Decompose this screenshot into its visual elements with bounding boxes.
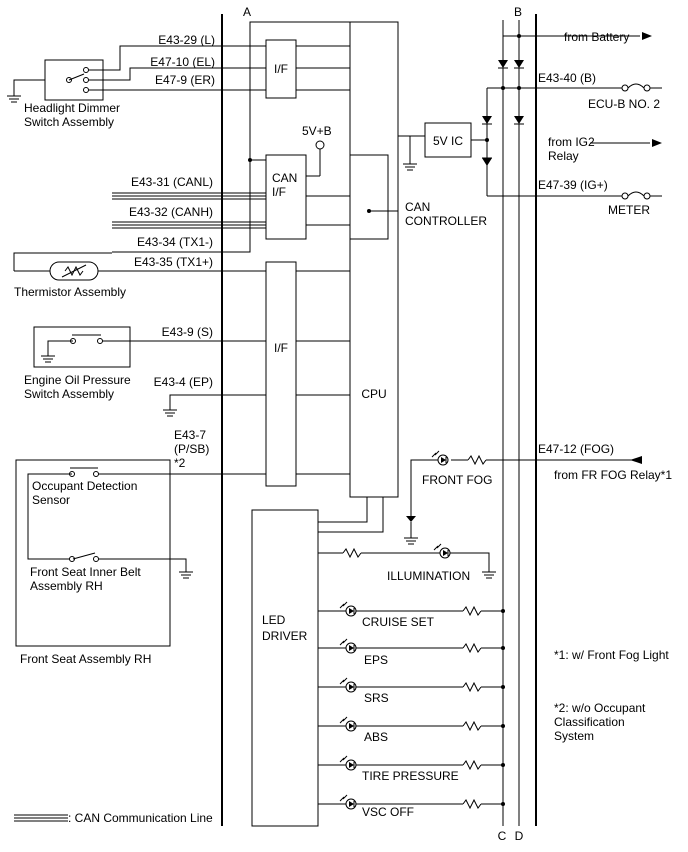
occupant-label-1: Occupant Detection (32, 479, 137, 493)
pin-e47-12: E47-12 (FOG) (538, 442, 614, 456)
srs-label: SRS (364, 691, 389, 705)
led-driver-label-2: DRIVER (262, 629, 308, 643)
pin-e47-39: E47-39 (IG+) (538, 178, 608, 192)
can-if-label-1: CAN (272, 171, 297, 185)
ic-5v-block: 5V IC (398, 122, 487, 171)
belt-label-1: Front Seat Inner Belt (30, 565, 141, 579)
pin-e43-7-3: *2 (174, 456, 186, 470)
from-ig2-label-2: Relay (548, 149, 579, 163)
pin-e43-7-2: (P/SB) (174, 442, 209, 456)
occupant-label-2: Sensor (32, 493, 70, 507)
note-2-line-3: System (554, 729, 594, 743)
headlight-label-2: Switch Assembly (24, 115, 114, 129)
front-seat-assembly: Occupant Detection Sensor Front Seat Inn… (15, 428, 350, 666)
seat-assembly-label: Front Seat Assembly RH (20, 652, 151, 666)
can-controller-label-1: CAN (405, 200, 430, 214)
cruise-set-label: CRUISE SET (362, 615, 435, 629)
front-fog-label: FRONT FOG (422, 473, 492, 487)
if-block-top: I/F (265, 39, 297, 99)
pin-e47-9: E47-9 (ER) (155, 73, 215, 87)
ecu-b-label: ECU-B NO. 2 (588, 97, 660, 111)
led-driver-label-1: LED (262, 613, 286, 627)
ep-ground-circuit: E43-4 (EP) (154, 375, 350, 417)
headlight-label-1: Headlight Dimmer (24, 101, 120, 115)
indicator-eps: EPS (318, 638, 505, 667)
from-battery-label: from Battery (564, 30, 629, 44)
thermistor-label: Thermistor Assembly (14, 285, 126, 299)
note-2-line-1: *2: w/o Occupant (554, 701, 646, 715)
rail-a: A (221, 5, 251, 826)
can-bus-lines: E43-31 (CANL) E43-32 (CANH) (112, 175, 350, 229)
front-fog-circuit: E47-12 (FOG) from FR FOG Relay*1 FRONT F… (403, 442, 672, 545)
pin-e43-40: E43-40 (B) (538, 71, 596, 85)
from-ig2-label-1: from IG2 (548, 135, 595, 149)
power-supply-circuit: from Battery E43-40 (B) ECU-B NO. 2 from… (482, 30, 662, 217)
thermistor-circuit: E43-34 (TX1-) E43-35 (TX1+) Thermistor A… (13, 21, 350, 299)
abs-label: ABS (364, 730, 388, 744)
pin-e43-31: E43-31 (CANL) (131, 175, 213, 189)
rail-b-label: B (514, 5, 522, 19)
supply-5vb-label: 5V+B (302, 124, 332, 138)
pin-e47-10: E47-10 (EL) (150, 55, 215, 69)
pin-e43-7-1: E43-7 (174, 428, 206, 442)
tire-pressure-label: TIRE PRESSURE (362, 769, 459, 783)
footnotes: *1: w/ Front Fog Light *2: w/o Occupant … (554, 648, 669, 743)
supply-5vb: 5V+B (302, 124, 332, 177)
oil-pressure-switch: E43-9 (S) Engine Oil Pressure Switch Ass… (24, 325, 350, 401)
pin-e43-4: E43-4 (EP) (154, 375, 213, 389)
pin-e43-9: E43-9 (S) (162, 325, 213, 339)
belt-label-2: Assembly RH (30, 579, 103, 593)
indicator-cruise-set: CRUISE SET (318, 601, 505, 629)
meter-label: METER (608, 203, 650, 217)
can-if-label-2: I/F (272, 185, 286, 199)
indicator-srs: SRS (318, 677, 505, 705)
if-block-mid: I/F (265, 261, 297, 487)
headlight-dimmer-switch: Headlight Dimmer Switch Assembly E43-29 … (6, 33, 350, 129)
pin-e43-32: E43-32 (CANH) (129, 205, 213, 219)
indicator-tire-pressure: TIRE PRESSURE (318, 755, 505, 783)
rail-c-label: C (498, 829, 507, 843)
indicator-vsc-off: VSC OFF (318, 794, 505, 819)
led-driver-block: LED DRIVER (251, 497, 384, 827)
oil-label-2: Switch Assembly (24, 387, 114, 401)
illumination-circuit: ILLUMINATION (318, 543, 497, 583)
can-controller-block: CAN CONTROLLER (349, 154, 487, 240)
eps-label: EPS (364, 653, 388, 667)
can-if-block: CAN I/F (265, 154, 307, 240)
oil-label-1: Engine Oil Pressure (24, 373, 131, 387)
cpu-label: CPU (361, 387, 386, 401)
pin-e43-29: E43-29 (L) (158, 33, 215, 47)
pin-e43-34: E43-34 (TX1-) (137, 235, 213, 249)
pin-e43-35: E43-35 (TX1+) (134, 255, 213, 269)
can-controller-label-2: CONTROLLER (405, 214, 487, 228)
legend: : CAN Communication Line (14, 811, 213, 825)
rail-b: B C D (498, 5, 537, 843)
illumination-label: ILLUMINATION (387, 569, 470, 583)
legend-label: : CAN Communication Line (68, 811, 213, 825)
rail-a-label: A (243, 5, 251, 19)
indicator-abs: ABS (318, 716, 505, 744)
from-fog-relay-label: from FR FOG Relay*1 (554, 468, 672, 482)
if-top-label: I/F (274, 62, 288, 76)
rail-d-label: D (515, 829, 524, 843)
ic-5v-label: 5V IC (433, 134, 463, 148)
note-2-line-2: Classification (554, 715, 625, 729)
if-mid-label: I/F (274, 341, 288, 355)
vsc-off-label: VSC OFF (362, 805, 414, 819)
note-1: *1: w/ Front Fog Light (554, 648, 669, 662)
cpu-block: CPU (349, 21, 399, 498)
